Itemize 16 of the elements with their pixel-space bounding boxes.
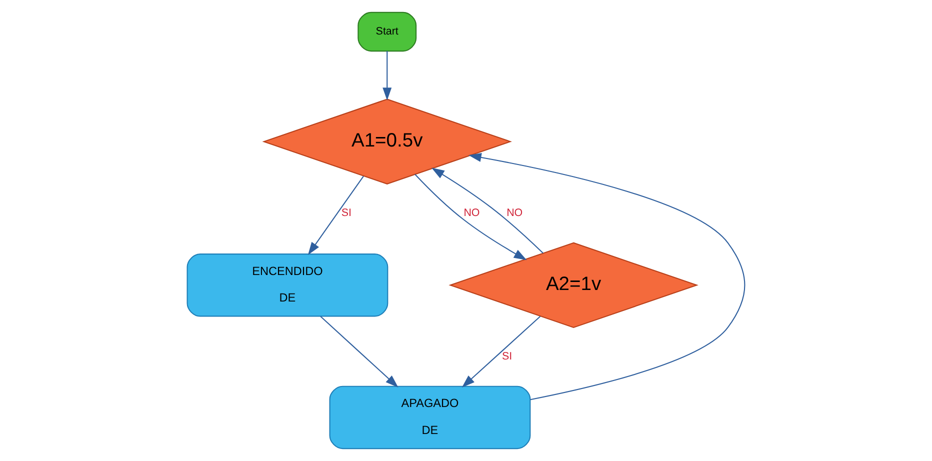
arrow (308, 176, 364, 255)
edge-label: SI (341, 207, 352, 220)
arrow (431, 168, 544, 254)
edge-label: NO (464, 207, 480, 220)
edge-label: NO (506, 207, 523, 220)
node-diamond: A1=0.5v (262, 98, 512, 184)
node-box: Start (358, 12, 417, 52)
arrow (462, 316, 541, 388)
edge-label: SI (502, 350, 512, 363)
arrow (382, 51, 392, 100)
arrow (320, 316, 398, 388)
arrow (468, 153, 746, 400)
arrow (414, 174, 527, 260)
node-diamond: A2=1v (448, 242, 698, 328)
node-box: ENCENDIDO DE (186, 254, 388, 317)
node-box: APAGADO DE (329, 386, 531, 450)
